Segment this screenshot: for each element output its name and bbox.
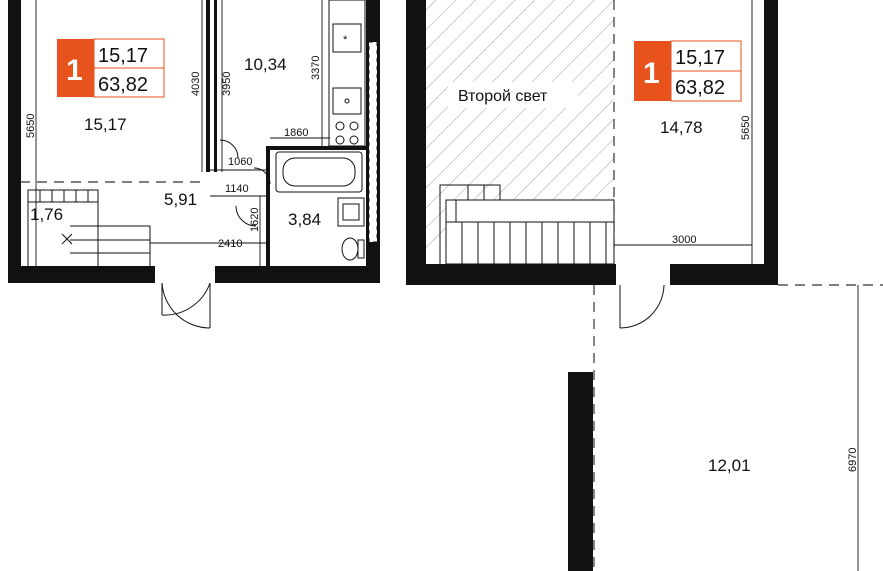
dim-5650-left: 5650: [25, 114, 37, 138]
partition-kitchen: [214, 0, 217, 172]
badge-living-area: 15,17: [98, 45, 148, 67]
dim-1860: 1860: [284, 127, 308, 139]
dim-5650-right: 5650: [740, 116, 752, 140]
area-stair-room: 1,76: [30, 205, 63, 224]
toilet-tank: [357, 239, 365, 259]
apartment-badge-left: 1 15,17 63,82: [57, 38, 165, 98]
dim-3000: 3000: [672, 234, 696, 246]
badge-total-area: 63,82: [98, 74, 148, 96]
toilet-icon[interactable]: [341, 237, 359, 261]
right-wall-east: [764, 0, 778, 285]
badge-rooms-count: 1: [66, 54, 83, 87]
stove-mark: *: [343, 34, 348, 46]
dim-2410: 2410: [218, 238, 242, 250]
area-living-room: 15,17: [84, 115, 127, 134]
left-wall-west: [8, 0, 21, 283]
badge-living-area-right: 15,17: [675, 47, 725, 69]
sink-drain: [344, 98, 350, 104]
dim-4030: 4030: [190, 72, 202, 96]
partition-bath-top: [268, 146, 366, 150]
badge-rooms-box-right: [634, 41, 671, 101]
left-wall-south-a: [8, 266, 155, 283]
hob-icon: [335, 121, 359, 145]
right-wall-west: [406, 0, 426, 285]
second-light-label: Второй свет: [458, 88, 548, 105]
area-kitchen: 10,34: [244, 55, 287, 74]
washbasin-inner: [342, 203, 360, 221]
door-icon[interactable]: [161, 282, 211, 329]
kitchen-counter: [328, 0, 366, 147]
right-stairs-icon: [439, 184, 615, 265]
bathtub-inner: [282, 157, 356, 187]
dim-1620: 1620: [249, 208, 261, 232]
apartment-badge-right: 1 15,17 63,82: [634, 40, 742, 102]
dim-1060: 1060: [228, 156, 252, 168]
partition-bath-west: [266, 146, 270, 266]
badge-total-area-right: 63,82: [675, 77, 725, 99]
area-corridor: 5,91: [164, 190, 197, 209]
area-bathroom: 3,84: [288, 210, 321, 229]
bathtub-icon[interactable]: [275, 151, 363, 193]
left-floor-plan: *: [8, 0, 380, 329]
dim-3950: 3950: [221, 72, 233, 96]
area-terrace: 12,01: [708, 456, 751, 475]
partition-living-kitchen: [206, 0, 210, 172]
right-wall-south-a: [406, 264, 616, 285]
sink-icon[interactable]: [332, 87, 362, 115]
left-east-window: [368, 41, 378, 243]
washbasin-icon[interactable]: [337, 197, 365, 227]
terrace-wall: [568, 372, 593, 571]
stairs-icon: [27, 189, 151, 266]
second-light-label-bg: [448, 82, 578, 108]
left-wall-south-b: [215, 266, 380, 283]
dim-6970: 6970: [847, 448, 859, 472]
right-wall-south-b: [670, 264, 778, 285]
wc-door-arc: [235, 205, 257, 227]
dim-3370: 3370: [310, 56, 322, 80]
stove-icon[interactable]: [332, 23, 362, 53]
bath-door-arc: [253, 167, 271, 185]
area-bedroom: 14,78: [660, 118, 703, 137]
badge-rooms-box: [57, 39, 94, 97]
right-door-icon[interactable]: [619, 284, 665, 329]
badge-rooms-count-right: 1: [643, 57, 660, 90]
right-floor-plan: Второй свет: [406, 0, 883, 571]
dim-1140: 1140: [225, 183, 249, 195]
